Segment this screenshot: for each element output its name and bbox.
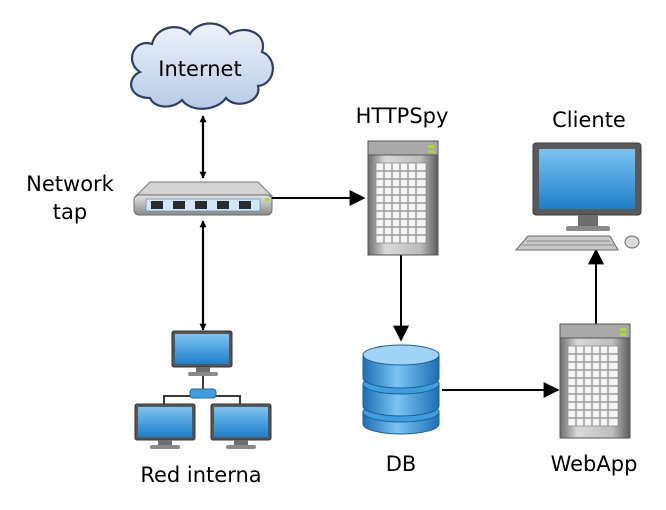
server-tower-icon bbox=[367, 140, 439, 256]
connectors bbox=[199, 115, 604, 398]
network-tap-label-line2: tap bbox=[53, 200, 87, 224]
database-icon bbox=[362, 344, 440, 435]
desktop-computer-icon bbox=[514, 142, 642, 251]
db-node: DB bbox=[362, 344, 440, 476]
httpspy-label: HTTPSpy bbox=[356, 104, 449, 128]
red-interna-label: Red interna bbox=[140, 463, 261, 487]
internet-label: Internet bbox=[158, 57, 241, 81]
webapp-node: WebApp bbox=[551, 323, 638, 476]
db-label: DB bbox=[386, 452, 417, 476]
svg-text:tap: tap bbox=[53, 200, 87, 224]
server-tower-icon bbox=[559, 323, 631, 439]
internet-node: Internet bbox=[130, 22, 274, 110]
cliente-label: Cliente bbox=[552, 108, 626, 132]
network-tap-node: Network tap bbox=[26, 172, 274, 224]
svg-text:Network: Network bbox=[26, 172, 115, 196]
red-interna-node: Red interna bbox=[134, 330, 272, 487]
cloud-icon bbox=[130, 22, 274, 110]
network-tap-label-line1: Network bbox=[26, 172, 115, 196]
webapp-label: WebApp bbox=[551, 452, 638, 476]
network-computers-icon bbox=[134, 330, 272, 449]
network-switch-icon bbox=[133, 181, 274, 216]
cliente-node: Cliente bbox=[514, 108, 642, 251]
httpspy-node: HTTPSpy bbox=[356, 104, 449, 256]
